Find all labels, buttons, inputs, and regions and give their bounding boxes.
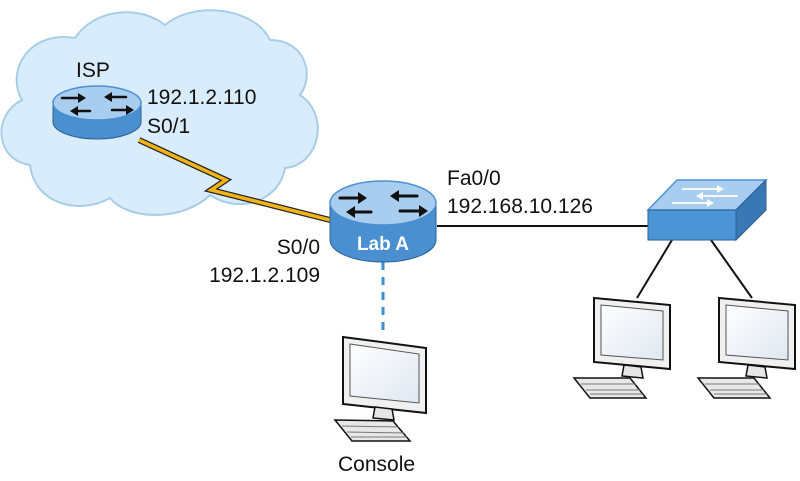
lab-a-router-label: Lab A <box>357 234 409 255</box>
switch-link-pc2 <box>710 239 753 299</box>
console-label: Console <box>338 453 415 476</box>
desktop-computer-icon <box>696 296 796 399</box>
isp-interface-label: S0/1 <box>147 115 190 138</box>
switch-link-pc1 <box>636 239 673 299</box>
lab-a-fa-interface-label: Fa0/0 <box>447 167 501 190</box>
isp-cloud-icon <box>0 9 319 216</box>
serial-link <box>137 137 331 223</box>
lab-a-fa-ip-label: 192.168.10.126 <box>447 195 593 218</box>
console-computer-icon <box>333 335 427 442</box>
isp-ip-label: 192.1.2.110 <box>147 86 256 109</box>
isp-label: ISP <box>76 59 110 82</box>
lab-a-serial-interface-label: S0/0 <box>277 236 320 259</box>
lab-a-router-icon <box>329 180 437 263</box>
lab-a-serial-ip-label: 192.1.2.109 <box>209 264 320 287</box>
isp-router-icon <box>52 85 142 140</box>
desktop-computer-icon <box>572 296 671 399</box>
switch-icon <box>646 178 768 242</box>
